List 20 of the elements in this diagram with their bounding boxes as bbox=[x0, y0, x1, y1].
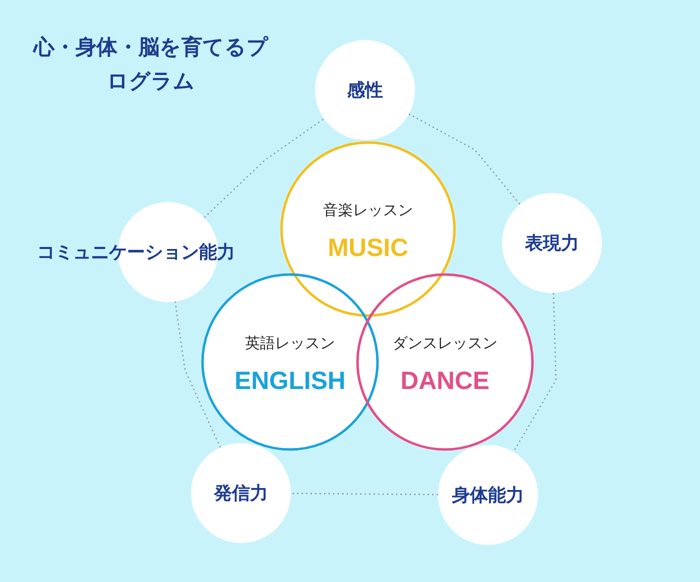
label: 表現力 bbox=[525, 232, 579, 255]
title: 心・身体・脳を育てるプログラム bbox=[32, 34, 270, 95]
lesson-title: DANCE bbox=[400, 367, 490, 395]
lesson-title: MUSIC bbox=[328, 234, 408, 262]
circle bbox=[356, 273, 534, 451]
dotted-line bbox=[174, 301, 221, 448]
label: コミュニケーション能力 bbox=[37, 241, 235, 264]
dotted-line bbox=[204, 118, 324, 218]
circle bbox=[201, 273, 379, 451]
lesson-name: 音楽レッスン bbox=[323, 201, 413, 219]
lesson-name: 英語レッスン bbox=[245, 334, 335, 352]
lesson-name: ダンスレッスン bbox=[392, 334, 498, 352]
circle bbox=[280, 141, 456, 317]
dotted-line bbox=[408, 113, 521, 205]
dotted-line bbox=[512, 292, 557, 452]
dotted-line bbox=[291, 492, 438, 496]
label: 発信力 bbox=[214, 482, 268, 505]
label: 感性 bbox=[347, 79, 383, 102]
label: 身体能力 bbox=[452, 484, 524, 507]
lesson-title: ENGLISH bbox=[234, 367, 346, 395]
